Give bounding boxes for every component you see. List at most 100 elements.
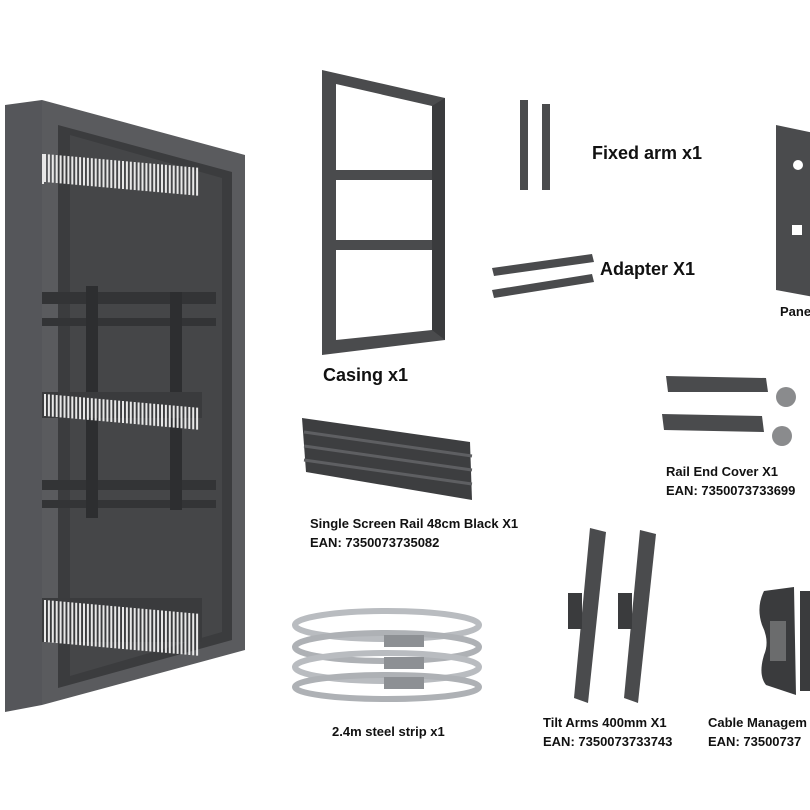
vent-slat [157,404,160,427]
tilt-arms-title: Tilt Arms 400mm X1 [543,715,667,730]
vent-slat [192,167,195,196]
vent-slat [63,155,66,184]
vent-slat [75,602,78,645]
vent-slat [157,610,160,653]
vent-slat [176,165,179,194]
screen-rail-ean: EAN: 7350073735082 [310,535,440,550]
vent-slat [90,158,93,187]
vent-slat [90,604,93,647]
vent-slat [106,605,109,648]
vent-slat [118,400,121,423]
tilt-arms-image [568,528,656,703]
vent-slat [98,604,101,647]
vent-slat [67,396,70,419]
screen-rail-title: Single Screen Rail 48cm Black X1 [310,516,519,531]
vent-slat [79,157,82,186]
cable-management-image [759,587,810,695]
vent-slat [118,606,121,649]
vent-slat [168,165,171,194]
vent-slat [192,613,195,656]
vent-slat [180,166,183,195]
vent-slat [161,404,163,427]
vent-slat [71,602,74,645]
vent-slat [102,399,105,422]
vent-slat [129,401,132,424]
vent-slat [110,399,113,422]
vent-slat [106,399,109,422]
vent-slat [63,601,66,644]
vent-slat [98,158,101,187]
vent-slat [172,611,175,654]
vent-slat [141,608,144,651]
vent-slat [59,395,62,418]
vent-slat [180,612,183,655]
vent-slat [180,406,183,429]
vent-slat [55,395,58,418]
vent-slat [114,160,117,189]
vent-slat [157,164,160,193]
vent-slat [98,398,101,421]
vent-slat [149,163,152,192]
vent-slat [161,164,163,193]
vent-slat [44,600,46,642]
vent-slat [79,603,82,646]
vent-slat [145,609,148,652]
cable-management-label: Cable Managem EAN: 73500737 [708,713,807,751]
vent-slat [71,396,74,419]
vent-slat [122,161,124,189]
vent-slat [184,406,187,429]
vent-slat [196,167,199,196]
vent-slat [188,612,191,655]
rail-end-cover-label: Rail End Cover X1 EAN: 7350073733699 [666,462,795,500]
vent-slat [51,154,54,183]
vent-slat [168,405,171,428]
vent-slat [184,166,187,195]
vent-slat [44,394,46,416]
vent-slat [59,601,62,644]
vent-slat [63,395,66,418]
vent-slat [110,159,113,188]
vent-slat [137,162,140,191]
vent-slat [145,163,148,192]
vent-slat [172,405,175,428]
vent-slat [141,162,144,191]
screen-rail-label: Single Screen Rail 48cm Black X1 EAN: 73… [310,514,518,552]
vent-slat [59,155,62,184]
vent-slat [106,159,109,188]
vent-slat [122,607,124,649]
rail-end-cover-title: Rail End Cover X1 [666,464,778,479]
rail-end-cover-image [662,376,796,446]
vent-slat [184,612,187,655]
vent-slat [102,159,105,188]
steel-strip-image [292,608,482,702]
vent-slat [176,611,179,654]
steel-strip-label: 2.4m steel strip x1 [332,724,445,739]
vent-slat [118,160,121,189]
vent-slat [44,154,46,182]
cable-management-title: Cable Managem [708,715,807,730]
vent-slat [176,405,179,428]
vent-slat [86,157,89,186]
vent-top [42,154,44,184]
vent-slat [125,607,128,650]
vent-slat [141,402,144,425]
vent-slat [86,603,89,646]
vent-slat [83,397,85,420]
vent-slat [164,610,167,653]
vent-slat [83,603,85,646]
casing-image [322,70,445,355]
vent-slat [67,156,70,185]
tilt-arms-label: Tilt Arms 400mm X1 EAN: 7350073733743 [543,713,672,751]
vent-slat [129,161,132,190]
vent-slat [47,154,50,183]
vent-slat [153,163,156,192]
vent-slat [51,600,54,643]
vent-slat [114,606,117,649]
vent-slat [90,398,93,421]
vent-slat [137,402,140,425]
vent-slat [114,400,117,423]
screen-rail-image [302,418,473,500]
vent-slat [75,156,78,185]
vent-slat [164,164,167,193]
vent-slat [86,397,89,420]
